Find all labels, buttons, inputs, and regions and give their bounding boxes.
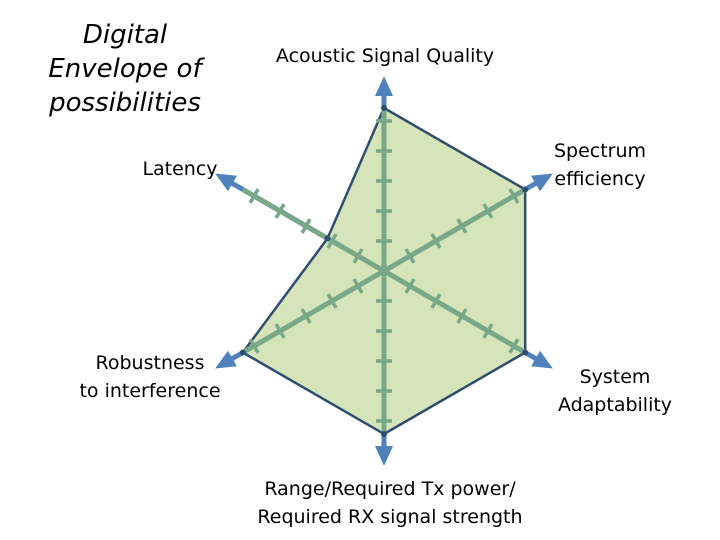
axis-label-acoustic-signal-quality: Acoustic Signal Quality xyxy=(250,42,520,70)
axis-label-line: Robustness xyxy=(95,352,205,374)
inner-axis-tick xyxy=(274,323,286,339)
inner-axis-tick xyxy=(482,323,494,339)
axis-arrowhead xyxy=(375,76,393,96)
axis-arrowhead xyxy=(531,173,553,192)
axis-label-robustness: Robustness to interference xyxy=(60,349,240,405)
diagram-title: Digital Envelope of possibilities xyxy=(30,18,220,120)
inner-axis-tick xyxy=(404,278,416,294)
inner-axis-tick xyxy=(274,203,286,219)
inner-axis-tick xyxy=(482,203,494,219)
inner-axis-line xyxy=(241,187,527,355)
envelope-vertex xyxy=(381,105,387,111)
axis-label-line: Acoustic Signal Quality xyxy=(275,45,495,67)
inner-axis-tick xyxy=(326,293,338,309)
inner-axis-tick xyxy=(456,308,468,324)
axis-arrowhead xyxy=(531,350,553,369)
axis-label-line: Adaptability xyxy=(557,394,673,416)
inner-axis-tick xyxy=(352,248,364,264)
inner-axis-tick xyxy=(508,188,520,204)
axis-arrowhead xyxy=(215,350,237,369)
axis-label-latency: Latency xyxy=(120,155,240,183)
axis-label-line: Spectrum xyxy=(553,140,647,162)
envelope-vertex xyxy=(324,235,331,242)
inner-axis-tick xyxy=(248,188,260,204)
axis-label-line: System xyxy=(579,366,651,388)
axis-arrowhead xyxy=(375,446,393,466)
axis-arrowhead xyxy=(215,173,237,192)
inner-axis-tick xyxy=(326,233,338,249)
title-line: possibilities xyxy=(49,88,201,118)
inner-axis-tick xyxy=(300,308,312,324)
envelope-vertex xyxy=(239,349,246,356)
inner-axis-tick xyxy=(404,248,416,264)
envelope-vertex xyxy=(381,431,387,437)
axis-label-spectrum-efficiency: Spectrum efficiency xyxy=(540,137,660,193)
axis-label-line: Required RX signal strength xyxy=(257,506,523,528)
envelope-vertex xyxy=(522,349,529,356)
inner-axis-tick xyxy=(300,218,312,234)
inner-axis-tick xyxy=(508,338,520,354)
inner-axis-tick xyxy=(430,293,442,309)
envelope-vertex xyxy=(522,186,529,193)
axis-label-line: to interference xyxy=(79,380,221,402)
axis-label-system-adaptability: System Adaptability xyxy=(540,363,690,419)
axis-label-line: efficiency xyxy=(554,168,646,190)
axis-label-line: Latency xyxy=(142,158,218,180)
inner-axis-tick xyxy=(456,218,468,234)
axis-label-range: Range/Required Tx power/ Required RX sig… xyxy=(230,475,550,531)
axis-label-line: Range/Required Tx power/ xyxy=(264,478,516,500)
title-line: Envelope of xyxy=(48,54,202,84)
inner-axis-tick xyxy=(352,278,364,294)
inner-axis-tick xyxy=(430,233,442,249)
title-line: Digital xyxy=(82,20,168,50)
inner-axis-tick xyxy=(248,338,260,354)
